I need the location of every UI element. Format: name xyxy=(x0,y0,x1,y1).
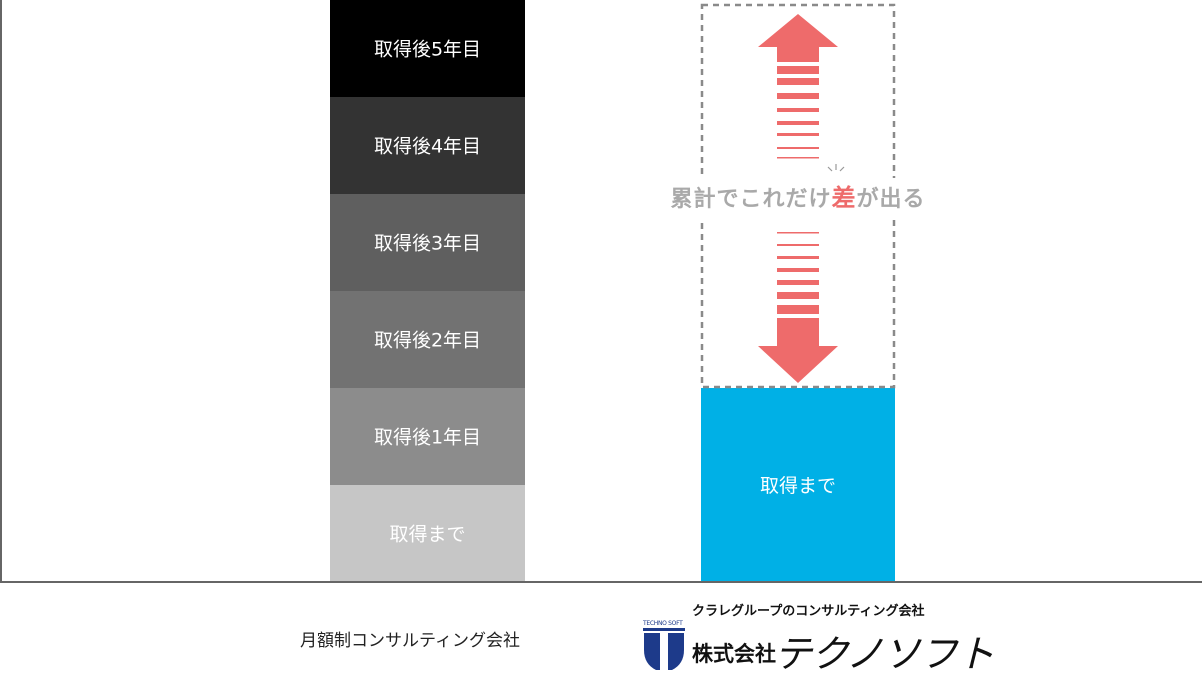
arrow-up-stripe-2 xyxy=(777,93,819,99)
annotation-text-accent: 差 xyxy=(832,184,857,212)
logo-company-name: テクノソフト xyxy=(774,632,995,676)
arrow-down-head xyxy=(758,318,838,383)
logo-tagline: クラレグループのコンサルティング会社 xyxy=(692,604,925,619)
bar-segment-left-1 xyxy=(330,388,525,485)
arrow-up-stripe-3 xyxy=(777,108,819,112)
bar-segment-label-left-0: 取得まで xyxy=(389,524,465,546)
arrow-down-stripe-0 xyxy=(777,232,819,234)
accent-sparkle-1 xyxy=(827,166,833,172)
logo-mark-text: TECHNO SOFT xyxy=(643,620,683,627)
annotation-text: 累計でこれだけ差が出る xyxy=(670,184,925,212)
arrow-up-head xyxy=(758,14,838,62)
bar-segment-label-left-4: 取得後4年目 xyxy=(374,136,481,158)
arrow-down-stripe-6 xyxy=(777,305,819,314)
bar-segment-left-5 xyxy=(330,0,525,97)
bar-segment-left-3 xyxy=(330,194,525,291)
accent-sparkle-2 xyxy=(839,166,845,172)
annotation-backing xyxy=(658,178,938,218)
bar-segment-label-left-5: 取得後5年目 xyxy=(374,39,481,61)
bar-segment-label-left-2: 取得後2年目 xyxy=(374,330,481,352)
arrow-down-stripe-2 xyxy=(777,256,819,259)
arrow-down-stripe-5 xyxy=(777,292,819,299)
bar-segment-label-left-1: 取得後1年目 xyxy=(374,427,481,449)
technosoft-logo: クラレグループのコンサルティング会社 TECHNO SOFT 株式会社 テクノソ… xyxy=(640,598,995,676)
bar-segment-label-right-0: 取得まで xyxy=(760,475,836,497)
stacked-bar-chart: 取得まで取得後1年目取得後2年目取得後3年目取得後4年目取得後5年目取得まで累計… xyxy=(0,0,1202,583)
annotation-text-post: が出る xyxy=(857,186,926,212)
arrow-down-stripe-4 xyxy=(777,280,819,285)
arrow-up-stripe-6 xyxy=(777,147,819,149)
bar-segment-left-4 xyxy=(330,97,525,194)
arrow-down-stripe-1 xyxy=(777,244,819,246)
bar-segment-right-0 xyxy=(701,388,895,582)
logo-mark-icon: TECHNO SOFT xyxy=(642,620,686,672)
arrow-up-stripe-0 xyxy=(777,66,819,74)
arrow-up-stripe-7 xyxy=(777,157,819,159)
arrow-up-stripe-4 xyxy=(777,121,819,125)
arrow-up-stripe-5 xyxy=(777,133,819,136)
bar-segment-left-2 xyxy=(330,291,525,388)
arrow-up-stripe-1 xyxy=(777,78,819,85)
annotation-text-pre: 累計でこれだけ xyxy=(670,186,831,212)
arrow-down-stripe-3 xyxy=(777,268,819,272)
logo-kabushiki: 株式会社 xyxy=(692,642,776,666)
bar-segment-left-0 xyxy=(330,485,525,582)
category-label-left: 月額制コンサルティング会社 xyxy=(300,631,520,651)
bar-segment-label-left-3: 取得後3年目 xyxy=(374,233,481,255)
